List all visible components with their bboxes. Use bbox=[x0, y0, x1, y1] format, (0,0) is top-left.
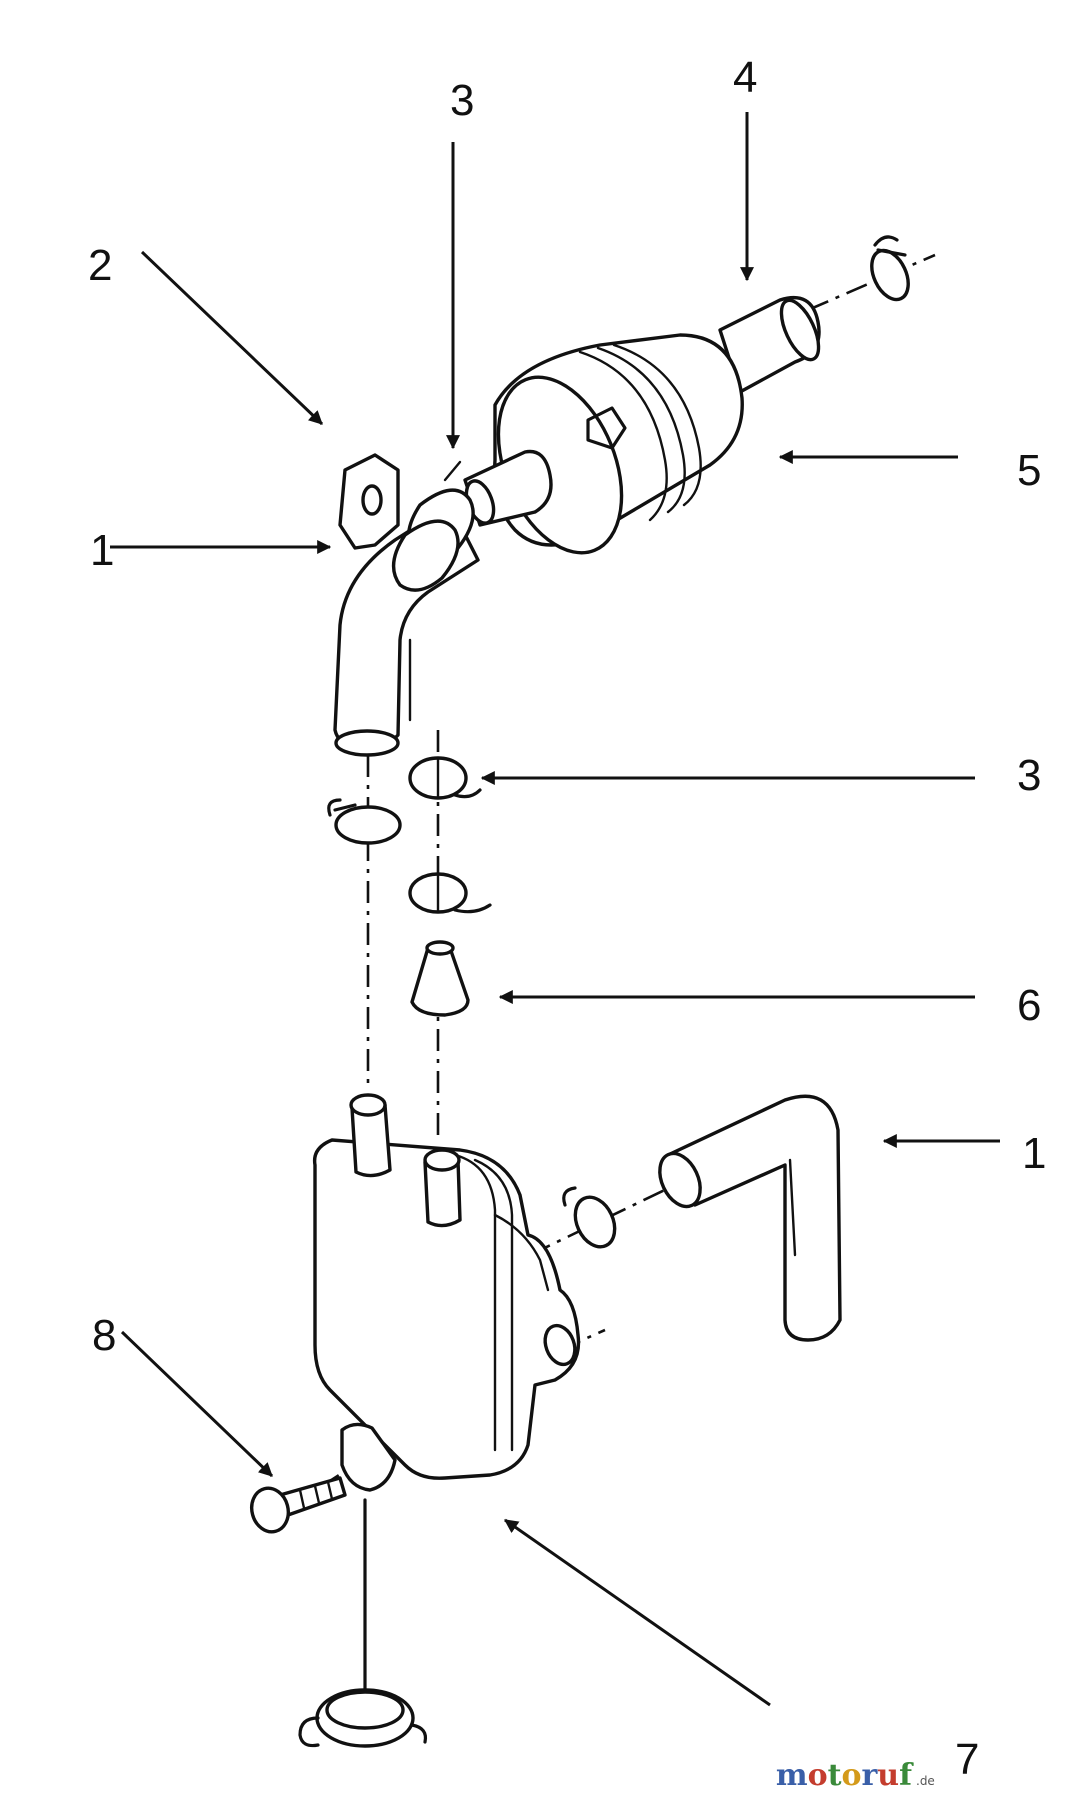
watermark-letter: o bbox=[808, 1758, 828, 1793]
hose-clamp-tank-side bbox=[562, 1186, 617, 1249]
watermark-logo: motoruf .de bbox=[776, 1758, 935, 1793]
watermark-letter: f bbox=[899, 1758, 914, 1793]
fuel-filter-part-5 bbox=[463, 295, 821, 555]
cap-part-6 bbox=[410, 940, 470, 1017]
leader-arrows bbox=[110, 112, 1000, 1707]
fuel-hose-lower-part-1 bbox=[658, 1094, 842, 1342]
watermark-suffix: .de bbox=[916, 1774, 935, 1788]
hose-clamp-top-part-3 bbox=[391, 460, 475, 592]
hose-clamp-mid-part-3 bbox=[408, 756, 482, 800]
callout-6: 6 bbox=[1017, 981, 1041, 1030]
watermark-letter: r bbox=[861, 1758, 878, 1793]
callout-3-top: 3 bbox=[450, 76, 474, 125]
callout-1-lower: 1 bbox=[1022, 1129, 1046, 1178]
hose-clamp-bottom bbox=[298, 1498, 428, 1748]
hose-clamp-left bbox=[327, 798, 402, 845]
hose-clamp-top-right bbox=[870, 235, 910, 302]
callout-1-upper: 1 bbox=[90, 526, 114, 575]
callout-2: 2 bbox=[88, 241, 112, 290]
callout-5: 5 bbox=[1017, 446, 1041, 495]
bracket-part-2 bbox=[338, 453, 400, 550]
callout-3-mid: 3 bbox=[1017, 751, 1041, 800]
callout-8: 8 bbox=[92, 1311, 116, 1360]
callout-4: 4 bbox=[733, 53, 757, 102]
callout-7: 7 bbox=[955, 1735, 979, 1784]
hose-clamp-lower-mid bbox=[408, 872, 492, 914]
screw-part-8 bbox=[250, 1476, 347, 1534]
fuel-tank-part-7 bbox=[312, 1093, 581, 1492]
watermark-letter: u bbox=[877, 1758, 899, 1793]
svg-text:motoruf: motoruf bbox=[776, 1758, 914, 1793]
watermark-letter: o bbox=[841, 1758, 861, 1793]
watermark-letter: m bbox=[776, 1758, 808, 1793]
watermark-letter: t bbox=[828, 1758, 842, 1793]
